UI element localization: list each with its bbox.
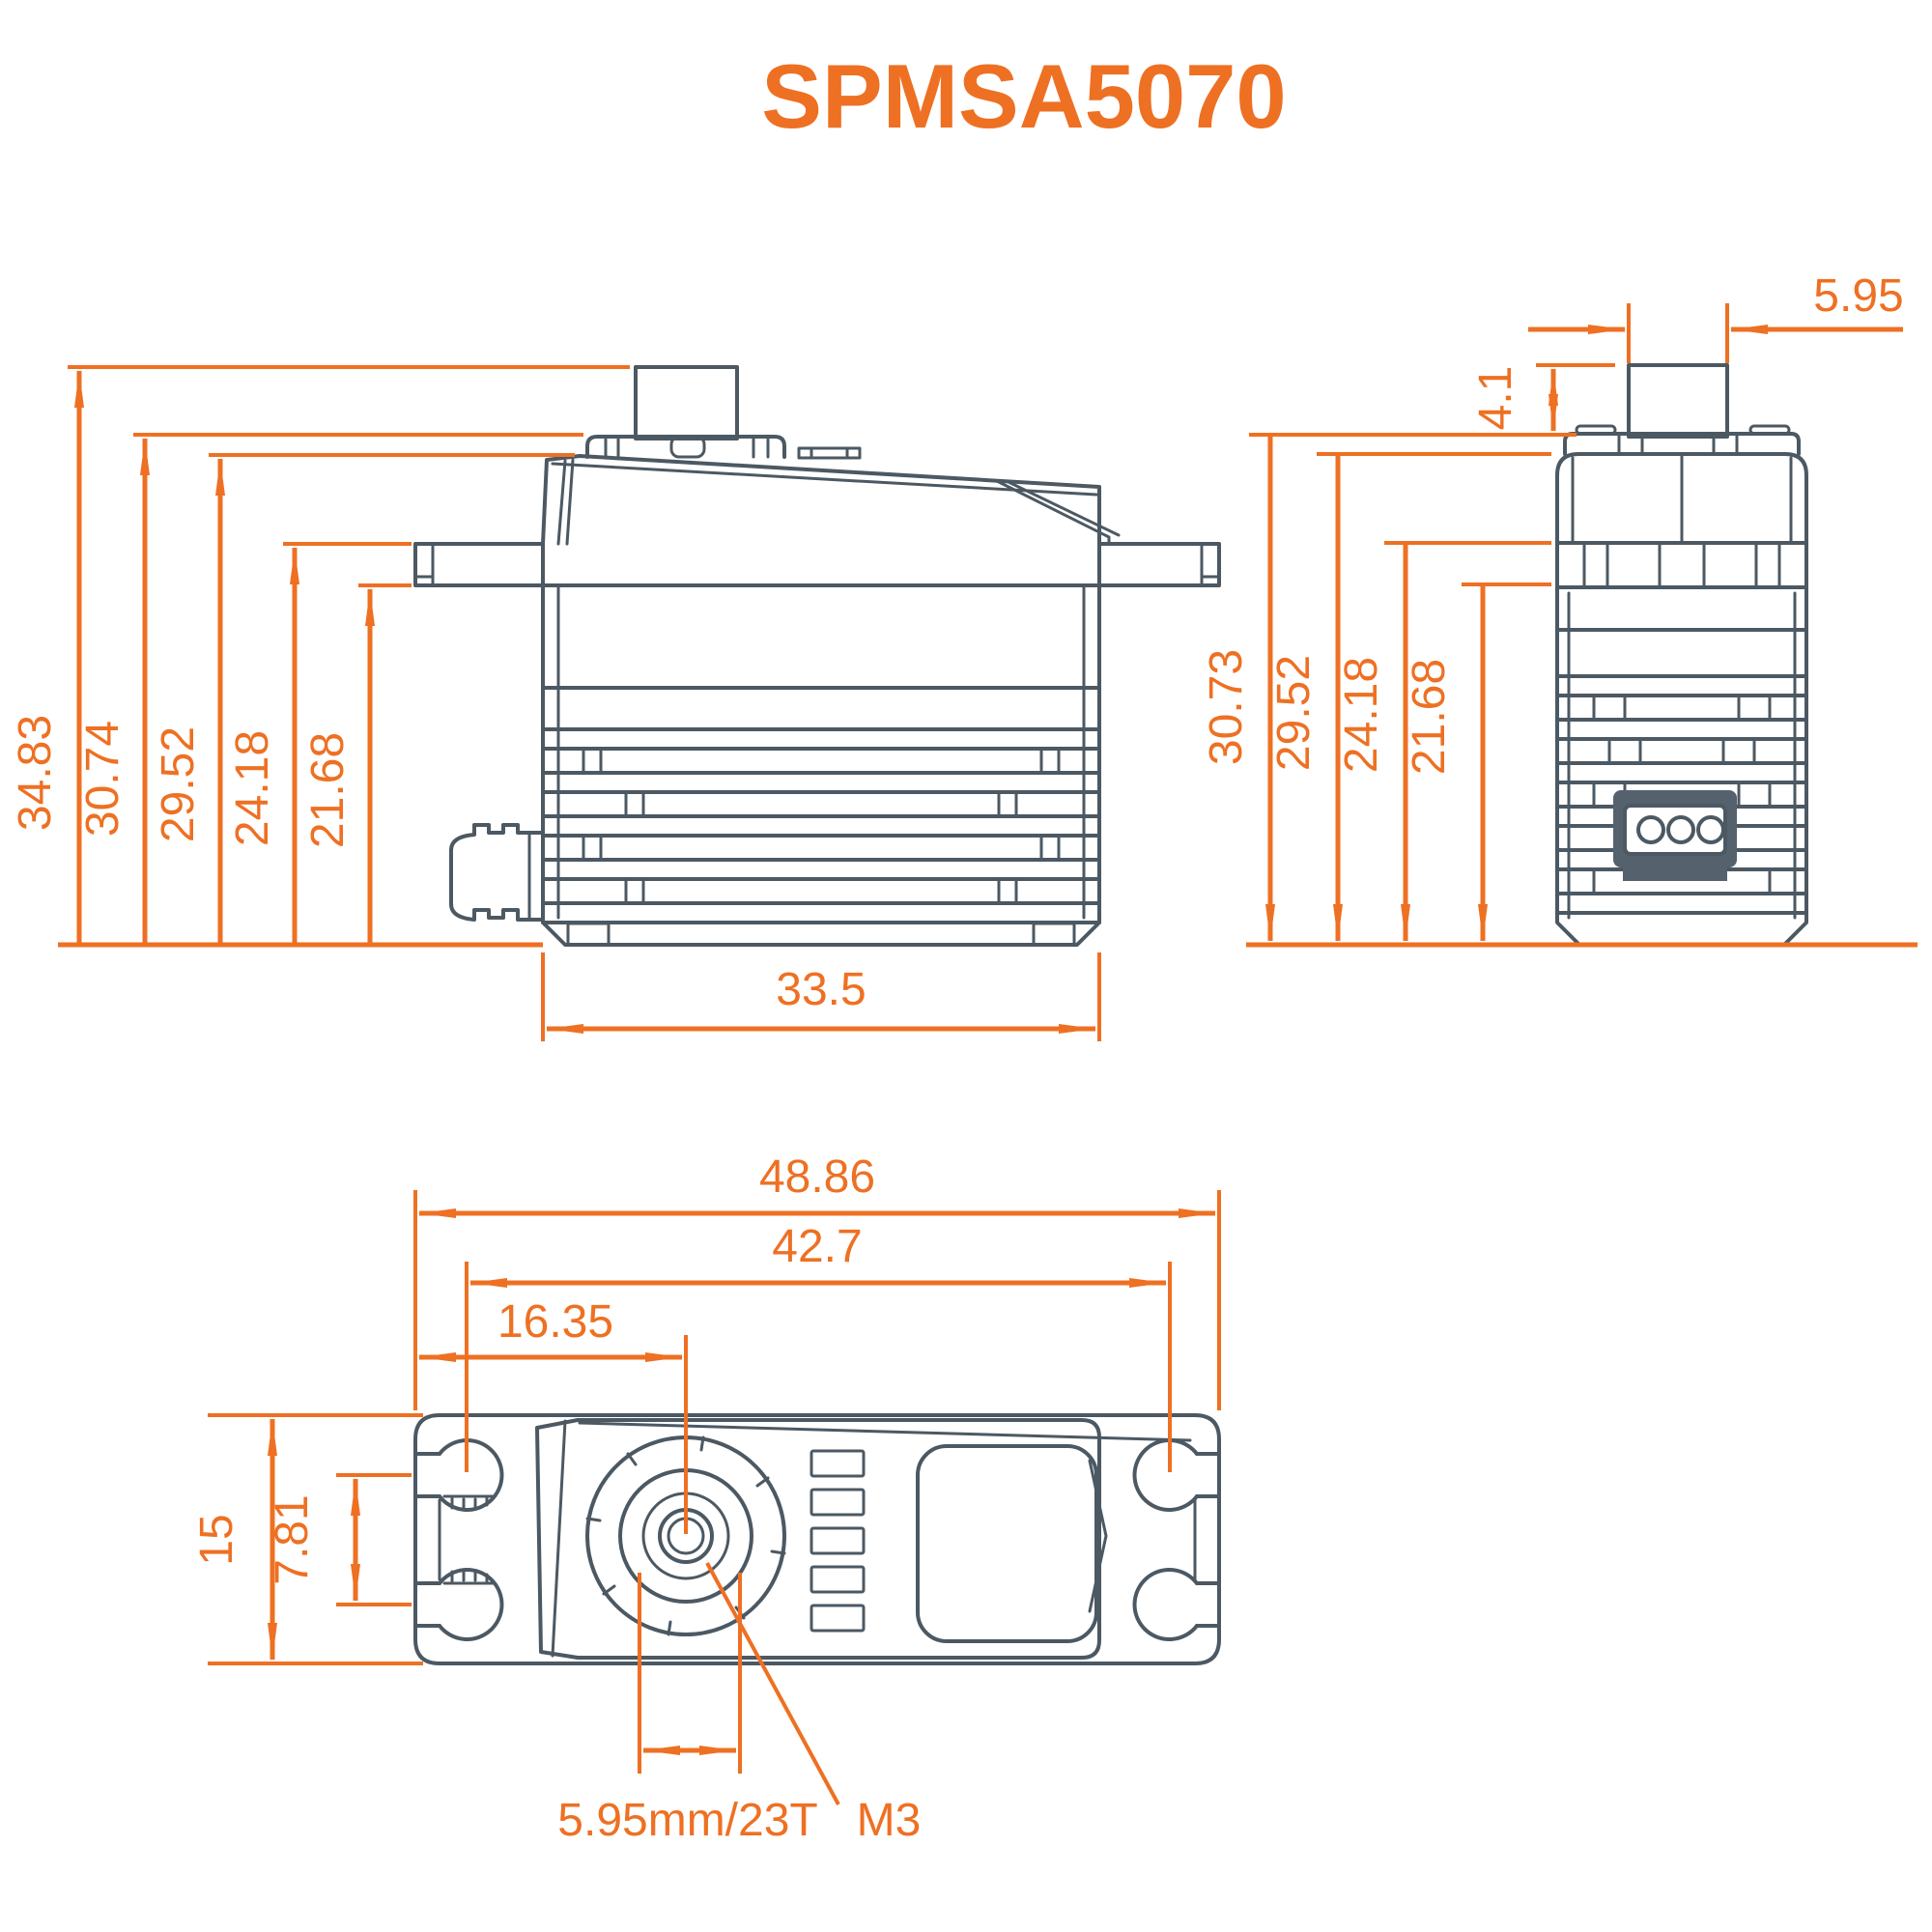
front-connector bbox=[1613, 790, 1737, 881]
side-upper-case bbox=[541, 454, 1101, 546]
side-case-height-label: 29.52 bbox=[153, 726, 204, 842]
side-shaft bbox=[634, 365, 739, 440]
side-flange bbox=[413, 542, 1221, 587]
front-case bbox=[1555, 452, 1808, 947]
top-screw-spec-label: M3 bbox=[857, 1795, 922, 1846]
front-cap bbox=[1563, 432, 1801, 456]
side-body-width-label: 33.5 bbox=[776, 964, 866, 1015]
top-body-width-label: 15 bbox=[191, 1514, 242, 1565]
front-overall-height-label: 30.73 bbox=[1201, 649, 1252, 765]
m3-leader-line bbox=[705, 1562, 840, 1805]
top-outline bbox=[413, 1413, 1221, 1665]
side-flange-top-height-label: 24.18 bbox=[227, 730, 278, 846]
top-view bbox=[413, 1413, 1221, 1665]
side-wire-connector bbox=[449, 823, 545, 922]
front-view-dimensions: 5.95 4.1 30.73 29.52 24.18 21.68 bbox=[1201, 270, 1918, 948]
top-view-dimensions: 48.86 42.7 16.35 15 7.81 5.95mm/23T M3 bbox=[191, 1151, 1221, 1846]
front-view bbox=[1555, 363, 1808, 947]
top-mount-spacing-label: 42.7 bbox=[772, 1221, 862, 1272]
front-shaft-diameter-label: 5.95 bbox=[1813, 270, 1903, 322]
page-title: SPMSA5070 bbox=[761, 45, 1286, 147]
top-vent-slots bbox=[810, 1449, 866, 1633]
side-cap-height-label: 30.74 bbox=[77, 721, 128, 837]
top-case-face bbox=[535, 1418, 1101, 1660]
top-cover-plate bbox=[916, 1444, 1098, 1643]
side-flange-bottom-height-label: 21.68 bbox=[302, 732, 354, 848]
side-view bbox=[413, 365, 1221, 947]
side-overall-height-label: 34.83 bbox=[10, 715, 61, 831]
side-view-dimensions: 34.83 30.74 29.52 24.18 21.68 33.5 bbox=[10, 365, 1101, 1041]
side-top-button bbox=[797, 446, 862, 460]
front-case-height-label: 29.52 bbox=[1268, 655, 1320, 771]
front-shaft-height-label: 4.1 bbox=[1470, 366, 1521, 431]
top-slot-spacing-label: 7.81 bbox=[267, 1494, 318, 1584]
top-left-mount-slots bbox=[413, 1438, 504, 1641]
top-overall-width-label: 48.86 bbox=[759, 1151, 875, 1203]
top-right-mount-slots bbox=[1132, 1438, 1221, 1641]
top-spline-spec-label: 5.95mm/23T bbox=[557, 1795, 817, 1846]
front-shaft bbox=[1627, 363, 1729, 439]
top-shaft-offset-label: 16.35 bbox=[497, 1296, 613, 1348]
side-lower-body bbox=[541, 583, 1101, 947]
front-flange-bottom-height-label: 21.68 bbox=[1404, 659, 1455, 775]
front-flange-top-height-label: 24.18 bbox=[1336, 657, 1387, 773]
